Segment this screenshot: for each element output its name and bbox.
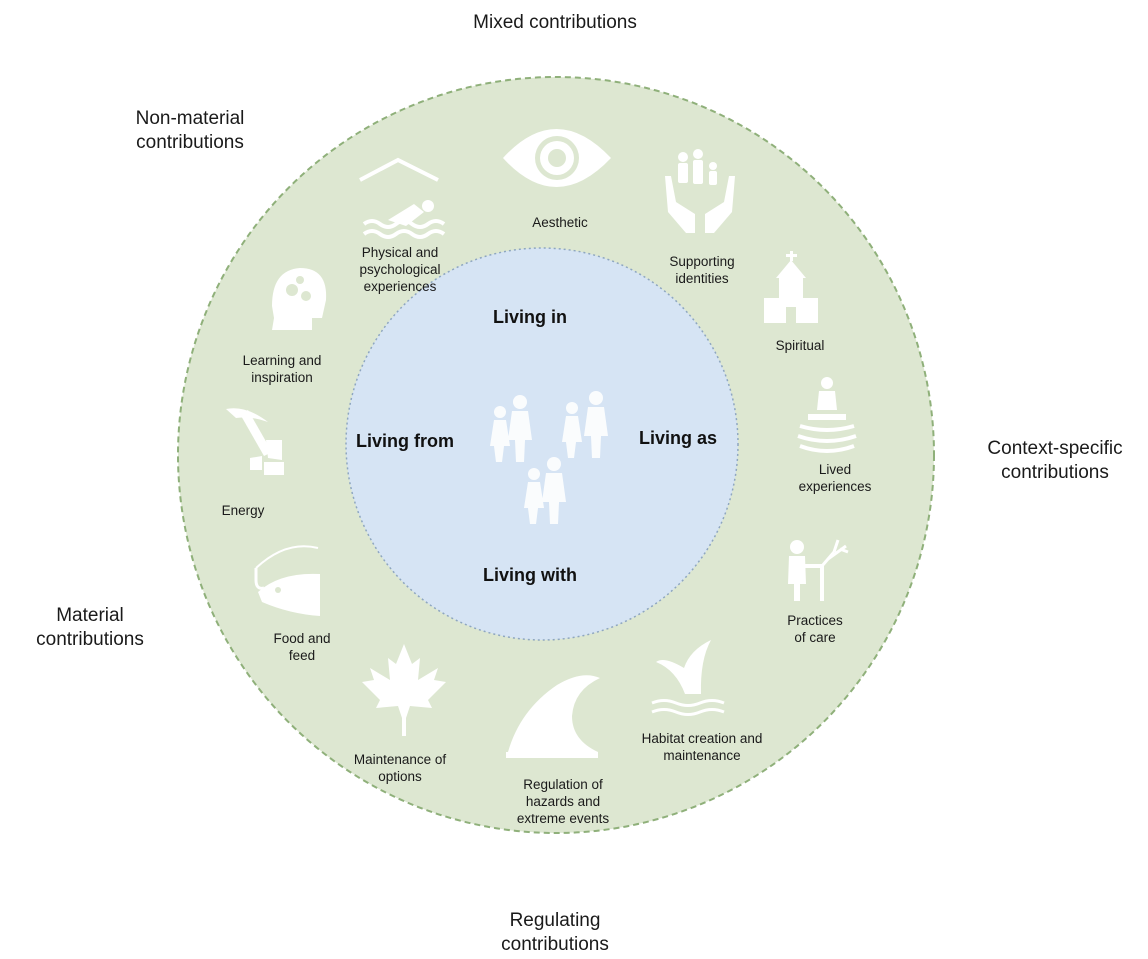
eye-icon [503,129,611,187]
people-group-icon [490,391,608,524]
label-maintenance-of-options: Maintenance of options [353,752,447,784]
person-meditating-icon [797,377,857,453]
label-living-in: Living in [493,307,567,327]
label-food-and-feed: Food and feed [273,631,331,663]
label-aesthetic: Aesthetic [532,215,588,230]
label-non-material-contributions: Non-material contributions [135,108,245,153]
label-energy: Energy [221,503,265,518]
label-spiritual: Spiritual [775,338,825,353]
family-in-hands-icon [665,149,735,233]
label-habitat-creation: Habitat creation and maintenance [641,731,763,763]
label-regulation-of-hazards: Regulation of hazards and extreme events [516,777,610,826]
head-gears-icon [272,268,327,330]
label-learning-and-inspiration: Learning and inspiration [242,353,322,385]
wave-icon [506,675,600,758]
label-material-contributions: Material contributions [36,605,144,650]
label-lived-experiences: Lived experiences [798,462,872,494]
label-practices-of-care: Practices of care [787,613,843,645]
whale-tail-icon [651,640,725,716]
pickaxe-icon [226,408,284,475]
label-living-from: Living from [356,431,454,451]
inner-circle [345,247,739,641]
church-icon [764,251,818,323]
swimmer-icon [359,157,446,239]
label-context-specific-contributions: Context-specific contributions [987,438,1123,483]
maple-leaf-icon [362,644,446,736]
label-supporting-identities: Supporting identities [669,254,735,286]
label-mixed-contributions: Mixed contributions [473,12,637,33]
label-physical-and-psychological: Physical and psychological experiences [359,245,441,294]
person-with-tree-icon [788,539,849,601]
fish-hook-icon [254,545,320,616]
label-regulating-contributions: Regulating contributions [501,910,609,955]
label-living-as: Living as [638,428,718,448]
label-living-with: Living with [483,565,577,585]
